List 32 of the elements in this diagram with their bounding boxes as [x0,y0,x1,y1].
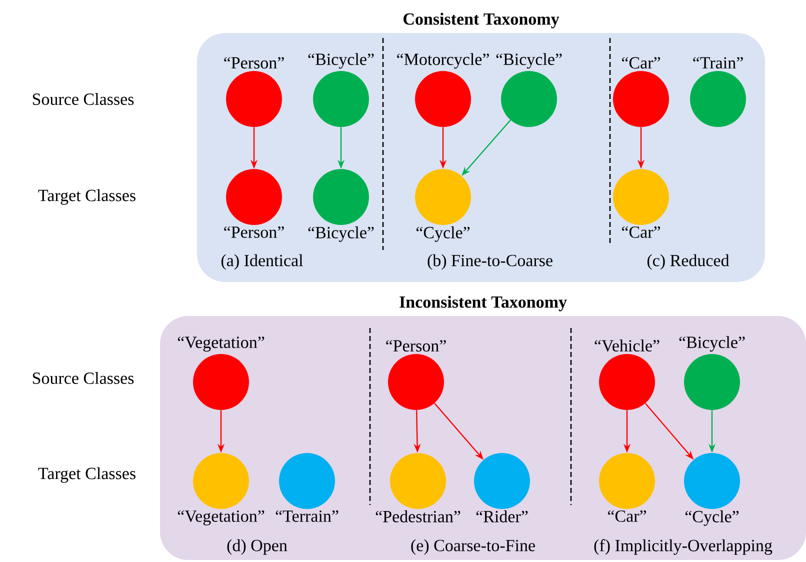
node-label: Consistent Taxonomy [404,12,560,28]
node-label: “Vegetation” [178,510,264,526]
row-label: Source Classes [32,372,134,384]
node-label: “Person” [224,226,284,238]
node-label: “Car” [622,57,660,69]
node-label: “Person” [224,57,284,69]
subfigure-caption: (d) Open [227,539,288,555]
subfigure-caption: (b) Fine-to-Coarse [428,254,552,270]
subfigure-caption: (f) Implicitly-Overlapping [594,539,772,555]
node-label: “Train” [693,57,743,69]
node-label: “Terrain” [276,510,338,522]
node-label: “Rider” [476,510,528,522]
subfigure-caption: (a) Identical [221,254,303,270]
node-label: “Vehicle” [594,340,660,352]
row-label: Target Classes [38,467,136,483]
node-label: “Vegetation” [178,336,264,352]
node-label: “Bicycle” [308,226,374,242]
node-label: “Car” [622,226,660,238]
node-label: “Cycle” [685,510,739,526]
node-label: “Car” [608,510,646,522]
node-label: “Cycle” [416,226,470,242]
node-label: Inconsistent Taxonomy [400,296,567,312]
node-label: “Bicycle” [308,53,374,69]
node-label: “Pedestrian” [376,510,460,522]
node-label: “Person” [386,340,446,352]
node-label: “Bicycle” [679,336,745,352]
subfigure-caption: (c) Reduced [647,254,730,270]
subfigure-caption: (e) Coarse-to-Fine [411,539,535,555]
row-label: Target Classes [38,189,136,205]
node-label: “Bicycle” [496,53,562,69]
row-label: Source Classes [32,93,134,105]
node-label: “Motorcycle” [397,53,489,69]
